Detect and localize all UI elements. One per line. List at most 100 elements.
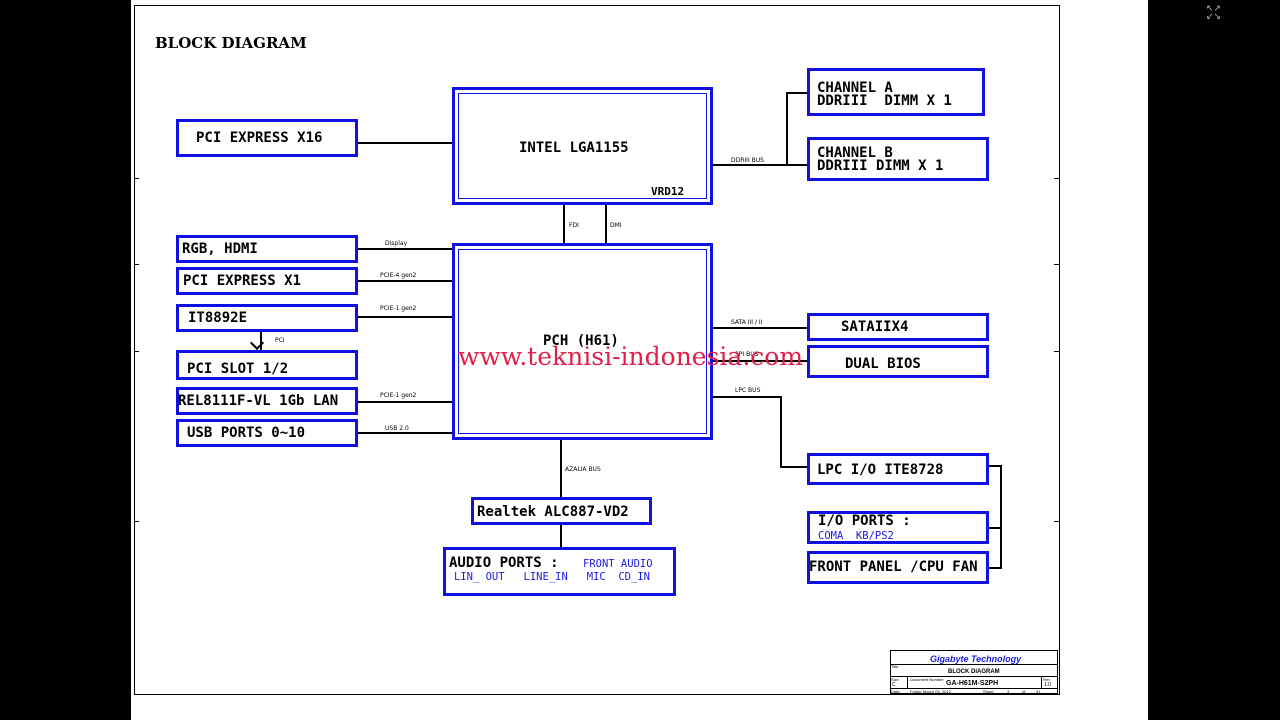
audio-ports-label: AUDIO PORTS :: [449, 555, 559, 571]
realtek-label: Realtek ALC887-VD2: [477, 504, 629, 520]
pch-block: [452, 243, 713, 440]
pci-slot-label: PCI SLOT 1/2: [187, 361, 289, 377]
pcie1-block: [176, 267, 358, 295]
wire-sata: [712, 327, 808, 329]
title-block: [890, 650, 1058, 694]
tb-date: Friday, March 09, 2012: [910, 689, 951, 694]
wire-lpc-h: [712, 396, 782, 398]
realtek-block: [471, 497, 652, 525]
it8892-label: IT8892E: [188, 310, 248, 326]
wire-usb: [357, 432, 454, 434]
cpu-label: INTEL LGA1155: [519, 140, 629, 156]
tb-docnum: GA-H61M-S2PH: [946, 680, 999, 687]
border-tick: [1054, 351, 1059, 352]
lpc-io-label: LPC I/O ITE8728: [817, 462, 944, 478]
border-tick: [134, 521, 139, 522]
tb-size-label: Size: [891, 677, 899, 682]
wire-io-bracket: [1000, 465, 1002, 569]
tb-rev: 1.0: [1044, 682, 1051, 688]
page-title: BLOCK DIAGRAM: [155, 34, 307, 52]
wire-ddr-bus: [712, 164, 808, 166]
tb-rule: [890, 664, 1058, 665]
pcie16-label: PCI EXPRESS X16: [196, 130, 323, 146]
wire-pcie16-cpu: [357, 142, 454, 144]
dmi-label: DMI: [610, 222, 622, 229]
tb-rule: [1041, 676, 1042, 688]
rgb-hdmi-block: [176, 235, 358, 263]
wire-azalia: [560, 438, 562, 499]
sata-block: [807, 313, 989, 341]
wire-pci: [260, 332, 262, 350]
io-ports-label: I/O PORTS :: [818, 513, 911, 529]
tb-rev-label: Rev: [1043, 677, 1051, 682]
border-tick: [134, 264, 139, 265]
drawing-border: [134, 5, 1060, 695]
it8892-block: [176, 304, 358, 332]
wire-pcie1b: [357, 401, 454, 403]
tb-rule: [907, 676, 908, 688]
pcie1a-label: PCIE-1 gen2: [380, 305, 417, 312]
pch-label: PCH (H61): [543, 333, 619, 349]
fdi-label: FDI: [569, 222, 579, 229]
front-panel-block: [807, 551, 989, 584]
tb-doc-title: BLOCK DIAGRAM: [948, 669, 1000, 675]
tb-rule: [890, 688, 1058, 689]
border-tick: [1054, 521, 1059, 522]
wire-pcie1a: [357, 316, 454, 318]
pcie1b-label: PCIE-1 gen2: [380, 392, 417, 399]
pcie1-label: PCI EXPRESS X1: [183, 273, 302, 289]
usb-block: [176, 419, 358, 447]
wire-io-bracket-top: [988, 465, 1002, 467]
wire-spi: [712, 360, 808, 362]
pcie16-block: [176, 119, 358, 157]
wire-fdi: [563, 203, 565, 245]
tb-rule: [890, 676, 1058, 677]
rgb-hdmi-label: RGB, HDMI: [182, 241, 258, 257]
audio-front-label: FRONT AUDIO: [583, 558, 653, 570]
pci-label: PCI: [275, 337, 285, 344]
lpc-bus-label: LPC BUS: [735, 387, 761, 394]
azalia-bus-label: AZALIA BUS: [565, 466, 601, 473]
ddr-bus-label: DDRIII BUS: [731, 157, 764, 164]
spi-bus-label: SPI BUS: [735, 351, 759, 358]
border-tick: [134, 351, 139, 352]
bios-block: [807, 345, 989, 378]
display-label: Display: [385, 240, 408, 247]
io-ports-sub: COMA KB/PS2: [818, 530, 894, 542]
wire-ddr-vertical: [786, 92, 788, 166]
wire-lpc-v: [780, 396, 782, 467]
wire-lpc-to-io: [780, 466, 808, 468]
wire-display: [357, 248, 454, 250]
expand-icon[interactable]: ↖↗↙↘: [1206, 4, 1222, 22]
sata-bus-label: SATA III / II: [731, 319, 763, 326]
wire-pcie4: [357, 280, 454, 282]
front-panel-label: FRONT PANEL /CPU FAN: [809, 559, 978, 575]
channel-a-line1: CHANNEL A: [817, 80, 893, 96]
wire-io-bracket-bot: [988, 567, 1002, 569]
channel-a-block: [807, 68, 985, 116]
audio-ports-block: [443, 547, 676, 596]
tb-sheet-label: Sheet: [983, 689, 994, 694]
tb-date-label: Date:: [891, 689, 901, 694]
tb-title-label: Title: [891, 664, 899, 669]
io-ports-block: [807, 511, 989, 544]
border-tick: [134, 178, 139, 179]
pci-slot-block: [176, 350, 358, 380]
usb-bus-label: USB 2.0: [385, 425, 409, 432]
wire-ddr-a: [786, 92, 808, 94]
bios-label: DUAL BIOS: [845, 356, 921, 372]
tb-of-label: of: [1022, 689, 1026, 694]
tb-sheet: 3: [1007, 689, 1010, 694]
tb-company: Gigabyte Technology: [930, 654, 1022, 664]
watermark: www.teknisi-indonesia.com: [458, 342, 804, 371]
tb-size: C: [892, 682, 896, 688]
lpc-io-block: [807, 453, 989, 485]
channel-a-line2: DDRIII DIMM X 1: [817, 93, 952, 109]
channel-b-block: [807, 137, 989, 181]
wire-dmi: [605, 203, 607, 245]
wire-io-bracket-mid: [988, 527, 1002, 529]
tb-docnum-label: Document Number: [910, 677, 944, 682]
lan-block: [176, 387, 358, 415]
audio-ports-sub: LIN_ OUT LINE_IN MIC CD_IN: [454, 571, 650, 583]
sata-label: SATAIIX4: [841, 319, 909, 335]
